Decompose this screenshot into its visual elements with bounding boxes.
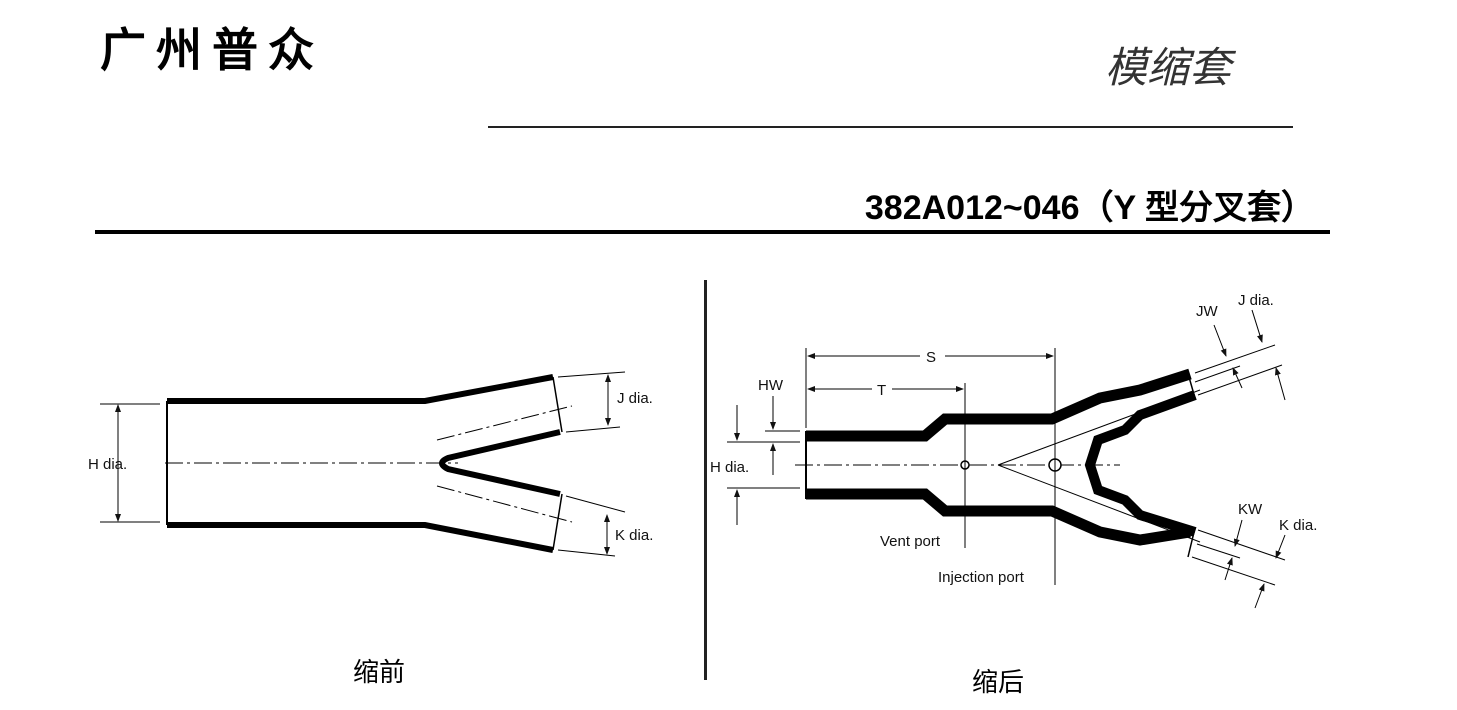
jw-label: JW	[1196, 303, 1219, 320]
after-shrink-caption: 缩后	[972, 668, 1025, 698]
j-dia-label: J dia.	[617, 390, 653, 407]
h-dia-label: H dia.	[710, 459, 749, 476]
kw-label: KW	[1238, 501, 1263, 518]
product-category: 模缩套	[1105, 43, 1232, 92]
j-dia-label: J dia.	[1238, 292, 1274, 309]
product-title: 382A012~046（Y 型分叉套）	[864, 189, 1315, 227]
diagram-divider	[704, 280, 707, 680]
s-label: S	[926, 349, 936, 366]
k-dia-label: K dia.	[1279, 517, 1317, 534]
header-divider	[488, 126, 1293, 128]
brand-name: 广州普众	[100, 23, 324, 77]
before-shrink-diagram	[100, 371, 626, 557]
hw-label: HW	[758, 377, 784, 394]
vent-port-label: Vent port	[880, 533, 941, 550]
t-label: T	[877, 382, 886, 399]
title-divider	[95, 230, 1330, 234]
after-shrink-diagram	[727, 309, 1286, 609]
injection-port-label: Injection port	[938, 569, 1025, 586]
before-shrink-caption: 缩前	[353, 658, 406, 688]
k-dia-label: K dia.	[615, 527, 653, 544]
h-dia-label: H dia.	[88, 456, 127, 473]
